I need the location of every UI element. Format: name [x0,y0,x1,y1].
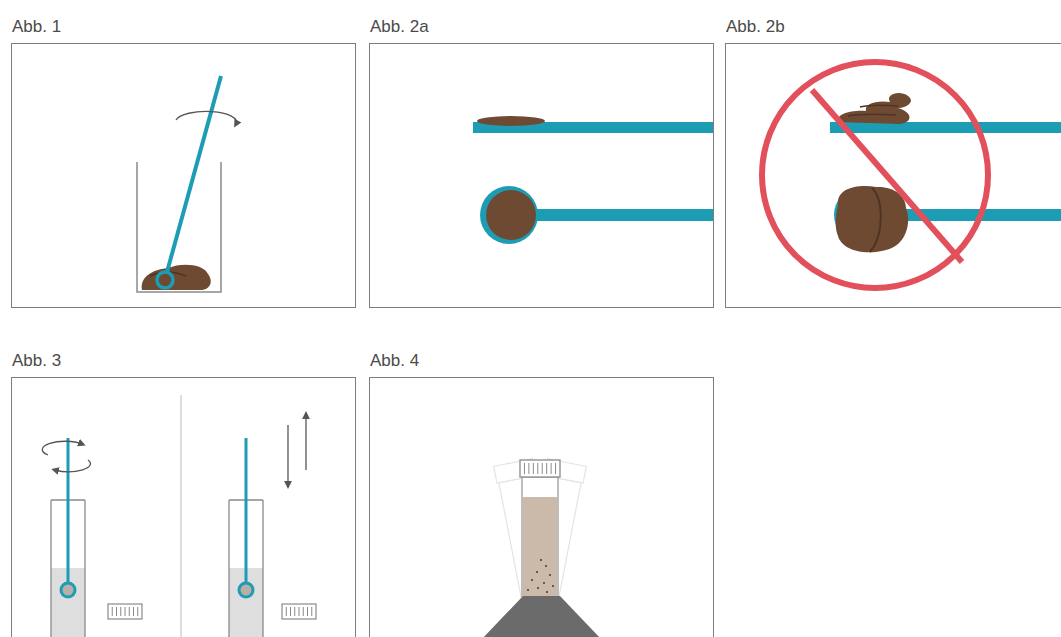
stool-sample [870,188,881,252]
stick-loop [61,583,75,597]
cap-ridge [551,463,552,474]
cap-ridge [307,607,308,616]
sample-cup-scene [137,76,237,292]
figure-panel: Abb. 3 [11,351,356,637]
cap-ridge [311,607,312,616]
cap-ridge [528,463,529,474]
cap-ridge [542,463,543,474]
stick-loop [157,272,173,288]
vortex-mixer [481,596,602,637]
sampling-stick [67,438,70,582]
move-arrow [305,415,306,470]
panel-frame [11,377,356,637]
correct-loading [473,116,713,244]
figure-panel: Abb. 1 [11,17,356,308]
tube-cap [282,604,316,619]
rotate-arrow [42,441,82,455]
stick-loop [239,583,253,597]
cap-ridge [299,607,300,616]
panel-frame [369,43,714,308]
prohibition-sign [762,62,988,288]
particle [552,585,554,587]
particle [546,591,548,593]
figure-panel: Abb. 4 [369,351,714,637]
particle [536,571,538,573]
figure-panel: Abb. 2a [369,17,714,308]
particle [531,579,533,581]
figure-panel: Abb. 2b [725,17,1061,308]
figure-label: Abb. 3 [11,351,356,377]
tube-motion [521,459,586,601]
stool-sample [142,265,211,290]
sampling-stick [535,209,713,221]
cap-ridge [125,607,126,616]
tube-cap [108,604,142,619]
tube-cap [520,460,560,477]
cap-ridge [524,463,525,474]
stool-sample [838,93,911,124]
particle [543,582,545,584]
cap-ridge [537,463,538,474]
figure-label: Abb. 2a [369,17,714,43]
figure-label: Abb. 1 [11,17,356,43]
cap-ridge [120,607,121,616]
rotate-arrow [176,111,237,124]
cap-ridge [129,607,130,616]
wrong-loading [762,62,1061,288]
divider [181,395,182,637]
cap-ridge [133,607,134,616]
move-arrow [287,425,288,485]
tube-motion [494,459,559,601]
panel-frame [369,377,714,637]
stick-loop [480,186,538,244]
particle [537,587,539,589]
cap-ridge [533,463,534,474]
stool-sample [477,116,545,126]
cap-ridges [112,607,138,616]
sampling-stick [830,122,1061,133]
sample-liquid [523,497,557,596]
cap-ridges [524,463,555,474]
tube-caps [108,604,316,619]
cap-ridge [116,607,117,616]
cap-ridge [112,607,113,616]
panel-frame [11,43,356,308]
sample-particles [527,559,554,593]
figure-label: Abb. 2b [725,17,1061,43]
figure-label: Abb. 4 [369,351,714,377]
rotate-arrow [55,460,90,472]
cap-ridge [294,607,295,616]
cap-ridge [546,463,547,474]
stool-sample [836,186,909,252]
particle [527,589,529,591]
cap-ridge [290,607,291,616]
cap-ridge [286,607,287,616]
cap-ridge [303,607,304,616]
cap-ridge [137,607,138,616]
cap-ridges [286,607,312,616]
cap-ridge [555,463,556,474]
tube [522,477,558,597]
prohibition-sign [812,90,962,262]
particle [540,559,542,561]
particle [545,565,547,567]
sampling-stick [167,76,221,272]
shaking-scene [481,459,602,637]
panel-frame [725,43,1061,308]
stool-sample [848,105,898,116]
mixing-scene [42,395,316,637]
sampling-stick [245,438,248,582]
stool-sample [486,190,536,240]
particle [549,574,551,576]
